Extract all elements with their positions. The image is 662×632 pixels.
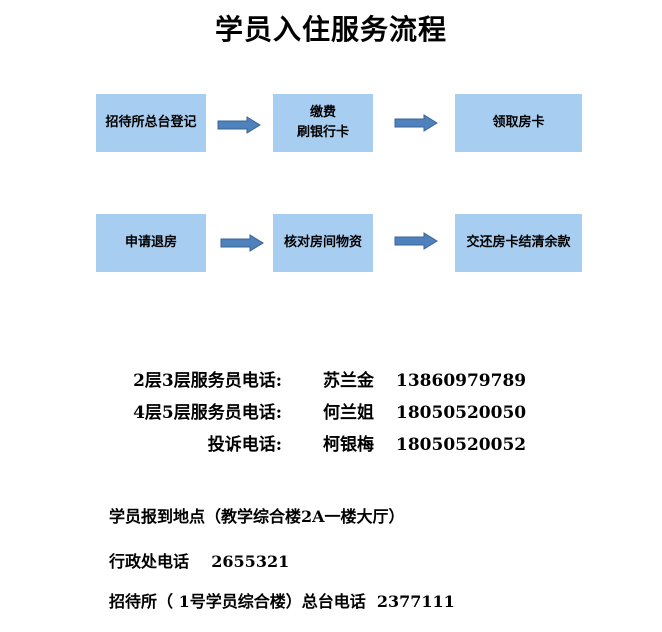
contact-phone: 13860979789: [396, 371, 527, 391]
step-check-room-items: 核对房间物资: [273, 214, 373, 272]
arrow-right-icon: [217, 116, 261, 134]
step-front-desk-registration: 招待所总台登记: [96, 94, 206, 152]
contact-label: 2层3层服务员电话:: [133, 371, 282, 391]
contact-row: 投诉电话: 柯银梅 18050520052: [0, 435, 662, 457]
contact-name: 苏兰金: [323, 371, 374, 391]
contact-row: 4层5层服务员电话: 何兰姐 18050520050: [0, 403, 662, 425]
step-payment-bank-card: 缴费 刷银行卡: [273, 94, 373, 152]
contact-name: 何兰姐: [323, 403, 374, 423]
step-apply-checkout: 申请退房: [96, 214, 206, 272]
contact-phone: 18050520052: [396, 435, 527, 455]
step-return-card-settle: 交还房卡结清余款: [455, 214, 582, 272]
arrow-right-icon: [394, 114, 438, 132]
registration-location: 学员报到地点（教学综合楼2A一楼大厅）: [109, 507, 405, 526]
page-title: 学员入住服务流程: [214, 13, 447, 46]
guesthouse-front-desk-phone: 招待所（ 1号学员综合楼）总台电话 2377111: [109, 592, 455, 611]
step-collect-room-card: 领取房卡: [455, 94, 582, 152]
contact-label: 投诉电话:: [207, 435, 282, 455]
arrow-right-icon: [220, 234, 264, 252]
admin-office-phone: 行政处电话 2655321: [109, 552, 290, 571]
contact-label: 4层5层服务员电话:: [133, 403, 282, 423]
contact-row: 2层3层服务员电话: 苏兰金 13860979789: [0, 371, 662, 393]
contact-phone: 18050520050: [396, 403, 527, 423]
contact-name: 柯银梅: [323, 435, 374, 455]
arrow-right-icon: [394, 232, 438, 250]
